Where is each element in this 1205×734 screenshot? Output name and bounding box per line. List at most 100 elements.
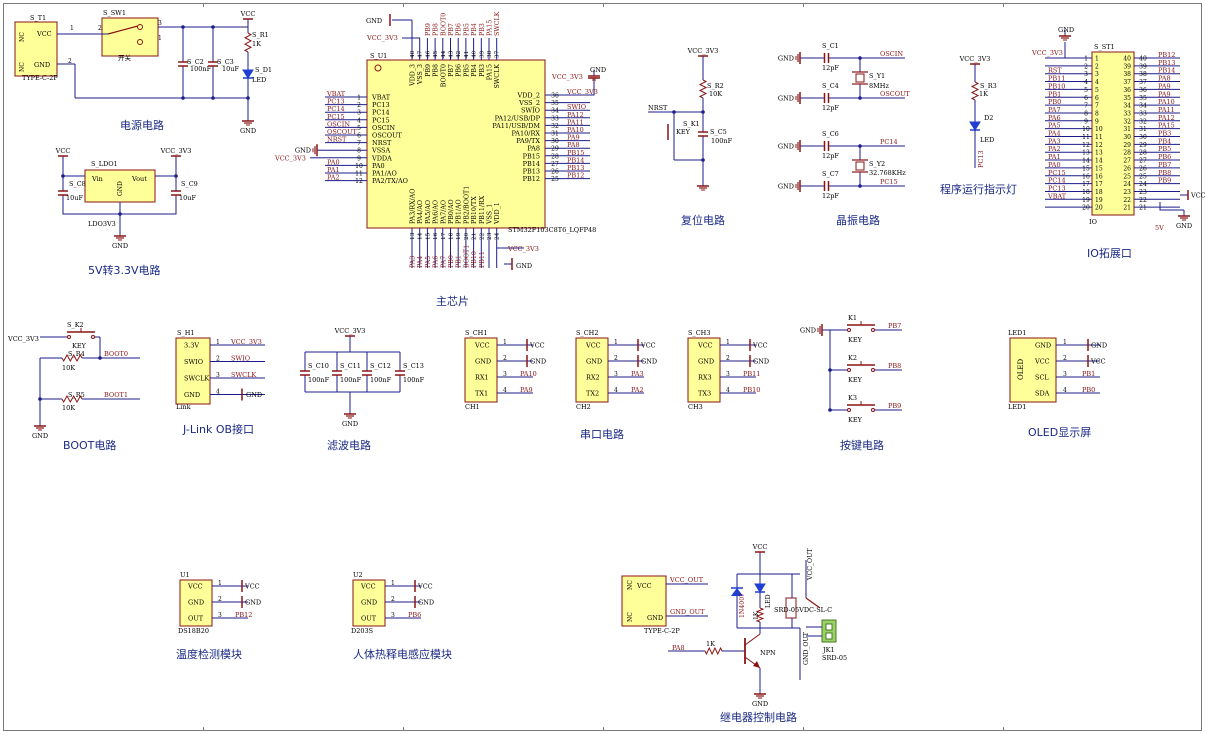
resistor-r2 [698, 79, 708, 99]
gnd-label: GND [778, 95, 794, 103]
relay-power-connector [621, 575, 667, 627]
gnd-label: GND [778, 183, 794, 191]
switch-name: 开关 [118, 53, 132, 62]
io-left-net: PB10 [1048, 82, 1065, 90]
mcu-bottom-pin-name: VSS_1 [487, 204, 494, 225]
oled-pin-num: 4 [1063, 387, 1067, 394]
r4-ref: S_R4 [68, 350, 85, 358]
uart-pin-name: TX1 [475, 390, 488, 398]
junction-dot [858, 184, 862, 188]
io-right-inner-num: 36 [1123, 87, 1131, 94]
uart-name: CH2 [576, 403, 591, 411]
io-left-net: PA0 [1048, 161, 1061, 169]
io-right-inner-num: 39 [1123, 63, 1131, 70]
uart-pin-num: 1 [726, 339, 730, 346]
junction-dot [118, 212, 122, 216]
mcu-right-pin-name: PA11/USB/DM [492, 122, 540, 130]
mcu-part: STM32F103C8T6_LQFP48 [508, 226, 596, 234]
relay-contact [805, 597, 821, 609]
mcu-right-pin-name: PB12 [523, 175, 540, 183]
uart-pin-name: TX2 [586, 390, 599, 398]
mcu-top-net: PB3 [479, 23, 486, 36]
vcc-label: VCC [240, 10, 256, 18]
boot0-net: BOOT0 [104, 350, 128, 358]
mcu-left-net: VBAT [326, 90, 346, 98]
mcu-left-pin-name: PC14 [372, 109, 390, 117]
mcu-bottom-pin-name: PB11/RX [479, 195, 486, 224]
io-left-net: VBAT [1047, 192, 1067, 200]
gnd-label: GND [240, 127, 256, 135]
io-left-inner-num: 8 [1095, 110, 1099, 117]
mcu-right-net: PA8 [567, 141, 580, 149]
oled-pin-name: SDA [1035, 390, 1050, 398]
jlink-pin-name: SWIO [184, 358, 203, 366]
io-right-net: PB7 [1158, 161, 1171, 169]
usb-pin-gnd: GND [34, 61, 50, 69]
title-uart: 串口电路 [580, 428, 624, 441]
crystal-cap-val: 12pF [822, 192, 839, 200]
c3-val: 10uF [222, 65, 239, 73]
filter-cap-ref: S_C13 [403, 362, 424, 370]
mcu-top-net: BOOT0 [440, 13, 447, 36]
io-right-pin-num: 25 [1139, 173, 1147, 180]
uart-net: PA2 [631, 386, 644, 394]
mcu-left-pin-num: 10 [355, 163, 363, 170]
title-ldo: 5V转3.3V电路 [88, 264, 161, 277]
resistor-r4 [61, 353, 83, 363]
temp-pin-num: 1 [218, 580, 222, 587]
crystal-cap-ref: S_C6 [822, 130, 839, 138]
mcu-right-pin-num: 36 [551, 93, 559, 100]
mcu-top-gnd: GND [366, 17, 382, 25]
uart-ref: S_CH2 [576, 329, 598, 337]
vcc-label: VCC [55, 147, 71, 155]
mcu-left-net: PA2 [327, 174, 340, 182]
io-left-inner-num: 9 [1095, 118, 1099, 125]
mcu-bottom-pin-name: PA7/AO [440, 200, 447, 224]
uart-vcc: VCC [640, 342, 656, 350]
c5-ref: S_C5 [710, 128, 727, 136]
io-left-pin-num: 7 [1084, 103, 1088, 110]
uart-pin-num: 3 [726, 371, 730, 378]
uart-pin-num: 3 [614, 371, 618, 378]
usb-name: TYPE-C-2P [22, 74, 58, 82]
uart-net: PA3 [631, 370, 644, 378]
filter-cap-val: 100nF [370, 376, 392, 384]
uart-header-ch3 [687, 337, 721, 403]
io-right-net: PB3 [1158, 130, 1171, 138]
oled-body-label: OLED [1017, 359, 1025, 380]
oled-pin-num: 2 [1063, 355, 1067, 362]
uart-name: CH1 [465, 403, 480, 411]
io-right-inner-num: 31 [1123, 126, 1131, 133]
pir-pin-name: VCC [360, 583, 376, 591]
mcu-top-pin-num: 45 [433, 50, 439, 58]
jlink-pin-name: SWCLK [184, 375, 209, 383]
key-name: KEY [848, 416, 863, 424]
io-right-inner-num: 30 [1123, 134, 1131, 141]
switch-ref: S_SW1 [103, 9, 126, 17]
mcu-right-pin-num: 34 [551, 108, 559, 115]
switch-lever [107, 25, 139, 35]
relay-base-resistor [704, 646, 723, 656]
mcu-top-pin-num: 38 [487, 50, 493, 58]
mcu-right-net: PB12 [567, 172, 584, 180]
filter-cap-ref: S_C11 [340, 362, 361, 370]
uart-ref: S_CH1 [465, 329, 487, 337]
k2-ref: S_K2 [67, 321, 84, 329]
mcu-ref: S_U1 [370, 52, 387, 60]
mcu-bot-vcc: VCC_3V3 [507, 245, 539, 253]
io-left-pin-num: 6 [1084, 95, 1088, 102]
io-left-pin-num: 1 [1084, 56, 1088, 63]
mcu-left-pin-num: 8 [357, 148, 361, 155]
io-left-inner-num: 18 [1095, 189, 1103, 196]
uart-pin-num: 4 [726, 387, 730, 394]
io-left-pin-num: 17 [1082, 181, 1090, 188]
mcu-top-pin-name: PB4 [471, 64, 478, 77]
io-left-inner-num: 15 [1095, 165, 1103, 172]
title-power: 电源电路 [120, 119, 164, 132]
io-right-net: PA9 [1158, 82, 1171, 90]
io-right-pin-num: 38 [1139, 71, 1147, 78]
key-k3 [871, 408, 875, 412]
junction-dot [211, 25, 215, 29]
io-right-net: PA11 [1158, 106, 1175, 114]
mcu-top-pin-name: PB9 [425, 64, 432, 77]
